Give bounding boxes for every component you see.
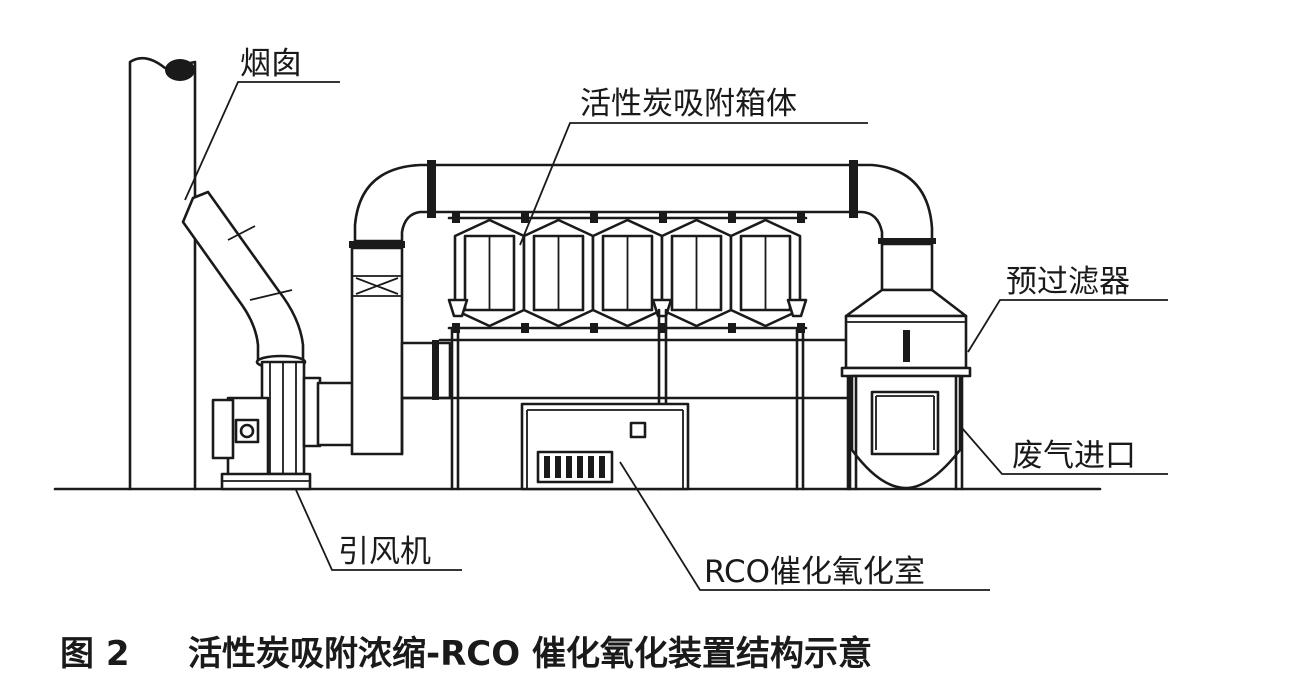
prefilter-unit: [840, 242, 972, 491]
top-return-duct: [353, 160, 936, 244]
fan-exhaust-duct: [181, 190, 307, 370]
activated-carbon-adsorption-box: [447, 213, 808, 333]
label-chimney: 烟囱: [240, 46, 302, 82]
rco-catalytic-oxidation-chamber: [520, 402, 690, 491]
main-duct-left: [349, 241, 452, 456]
label-waste-gas-inlet: 废气进口: [1012, 438, 1136, 474]
adsorber-module: [590, 213, 664, 333]
figure-number: 图 2: [60, 634, 130, 674]
label-prefilter: 预过滤器: [1006, 264, 1130, 300]
figure-caption: 活性炭吸附浓缩-RCO 催化氧化装置结构示意: [188, 634, 872, 674]
label-rco-chamber: RCO催化氧化室: [704, 554, 925, 590]
chimney: [128, 56, 197, 491]
adsorber-module: [521, 213, 595, 333]
leader-lines: [184, 81, 1168, 591]
induced-draft-fan: [211, 360, 356, 491]
adsorber-module: [728, 213, 802, 333]
label-adsorption-box: 活性炭吸附箱体: [580, 86, 797, 122]
adsorber-module: [659, 213, 733, 333]
label-fan: 引风机: [338, 534, 431, 570]
